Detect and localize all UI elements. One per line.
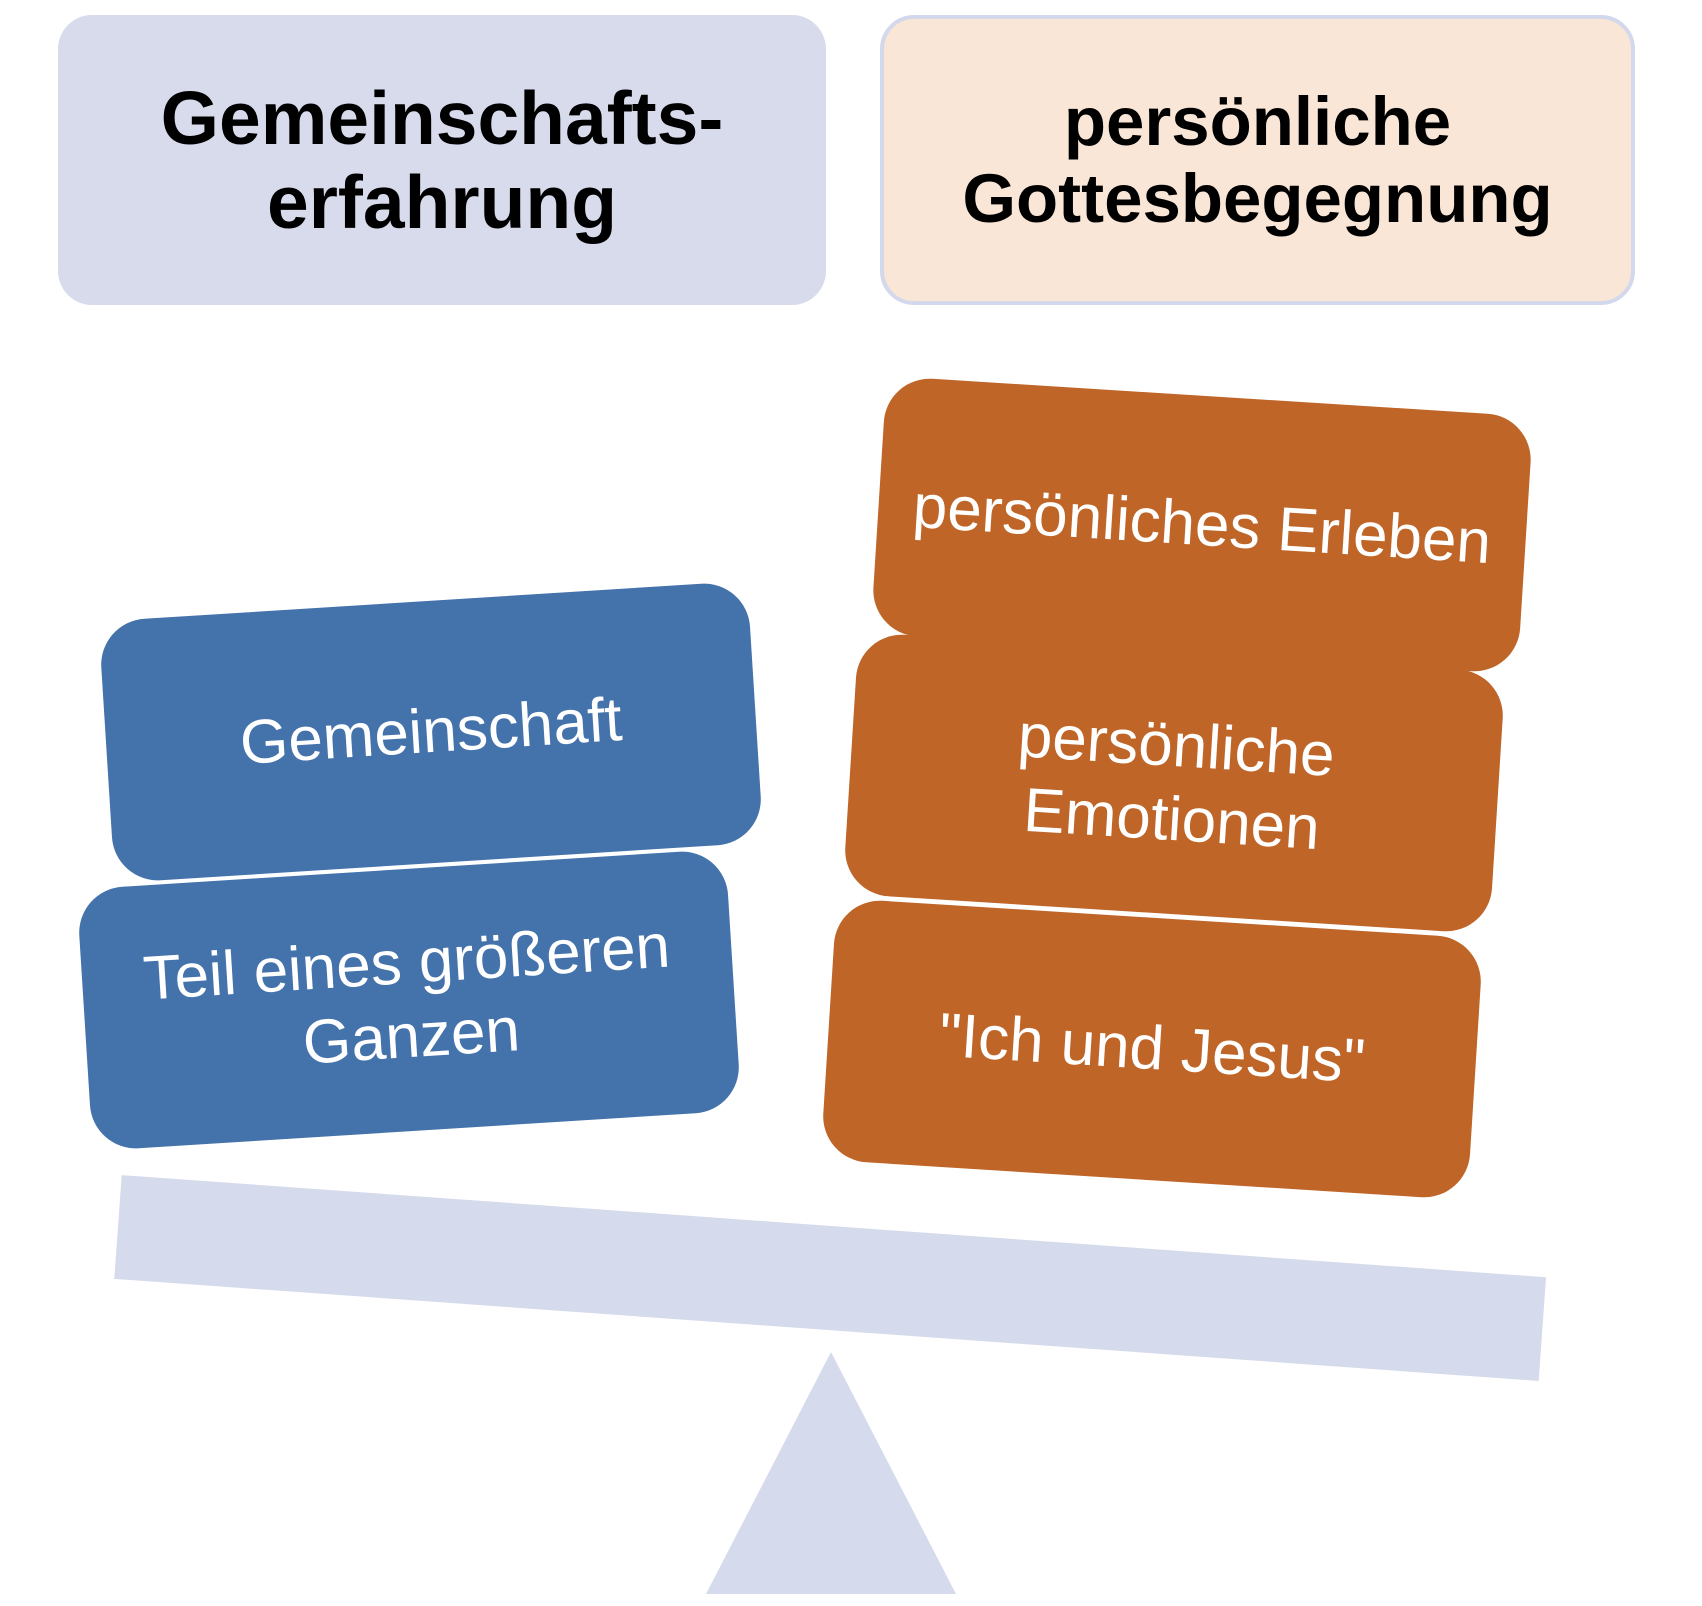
header-left-label: Gemeinschafts-erfahrung bbox=[161, 76, 724, 244]
header-left-line1: Gemeinschafts- bbox=[160, 76, 724, 160]
card-persoenliches-erleben: persönliches Erleben bbox=[870, 375, 1534, 675]
card-gemeinschaft-label: Gemeinschaft bbox=[237, 684, 624, 778]
header-left-line2: erfahrung bbox=[266, 160, 618, 244]
card-persoenliches-erleben-label: persönliches Erleben bbox=[910, 471, 1494, 577]
card-teil-eines-groesseren-ganzen-label: Teil eines größeren Ganzen bbox=[141, 911, 672, 1078]
card-persoenliche-emotionen-label: persönliche Emotionen bbox=[1015, 700, 1337, 864]
header-right-line1: persönliche bbox=[1063, 82, 1452, 160]
header-box-gemeinschaftserfahrung: Gemeinschafts-erfahrung bbox=[58, 15, 826, 305]
seesaw-beam-icon bbox=[114, 1175, 1547, 1381]
card-ich-und-jesus-label: "Ich und Jesus" bbox=[937, 1000, 1368, 1097]
fulcrum-triangle-icon bbox=[706, 1352, 956, 1594]
card-teil-eines-groesseren-ganzen: Teil eines größeren Ganzen bbox=[76, 848, 742, 1152]
card-gemeinschaft: Gemeinschaft bbox=[98, 580, 764, 884]
header-right-line2: Gottesbegegnung bbox=[962, 160, 1553, 237]
card-persoenliche-emotionen: persönliche Emotionen bbox=[842, 631, 1506, 935]
card-ich-und-jesus: "Ich und Jesus" bbox=[820, 897, 1484, 1201]
